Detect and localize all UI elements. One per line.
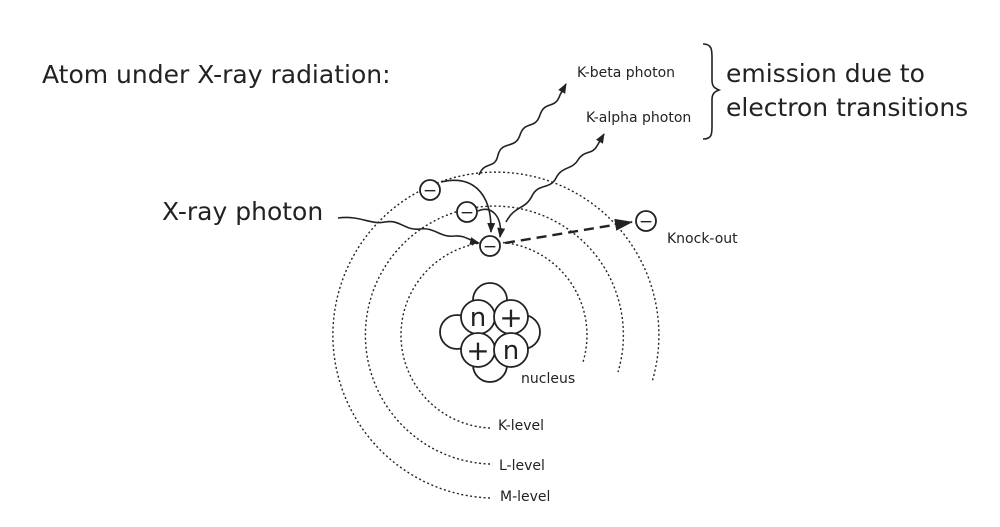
svg-text:n: n — [503, 336, 519, 366]
k-level-orbit — [400, 241, 588, 429]
electron-k-level: − — [479, 235, 501, 257]
knock-out-label: Knock-out — [667, 231, 738, 247]
electron-m-level: − — [419, 179, 441, 201]
nucleus: n + + n — [439, 282, 541, 383]
emission-label-line2: electron transitions — [726, 93, 968, 122]
svg-text:n: n — [470, 303, 486, 333]
k-level-label: K-level — [498, 418, 544, 434]
diagram-title: Atom under X-ray radiation: — [42, 60, 391, 89]
k-alpha-photon-wave — [505, 133, 605, 223]
emission-label-line1: emission due to — [726, 59, 925, 88]
svg-text:+: + — [499, 301, 522, 334]
k-beta-photon-wave — [478, 83, 567, 176]
brace — [702, 43, 722, 140]
l-level-orbit — [364, 205, 625, 465]
electron-l-level: − — [456, 201, 478, 223]
svg-text:−: − — [483, 237, 497, 257]
knocked-out-electron: − — [635, 210, 657, 232]
nucleus-label: nucleus — [521, 371, 575, 387]
svg-text:−: − — [639, 212, 653, 232]
k-beta-label: K-beta photon — [577, 65, 675, 81]
neutron — [493, 332, 529, 368]
xray-photon-label: X-ray photon — [162, 197, 323, 226]
svg-text:+: + — [466, 334, 489, 367]
l-to-k-transition-arrow — [477, 208, 506, 238]
knock-out-arrow — [504, 218, 633, 245]
k-alpha-label: K-alpha photon — [586, 110, 691, 126]
xray-photon-wave — [337, 216, 480, 245]
svg-text:−: − — [423, 181, 437, 201]
svg-text:−: − — [460, 203, 474, 223]
m-level-orbit — [332, 171, 660, 499]
m-level-label: M-level — [500, 489, 550, 505]
l-level-label: L-level — [499, 458, 545, 474]
m-to-k-transition-arrow — [440, 179, 496, 233]
